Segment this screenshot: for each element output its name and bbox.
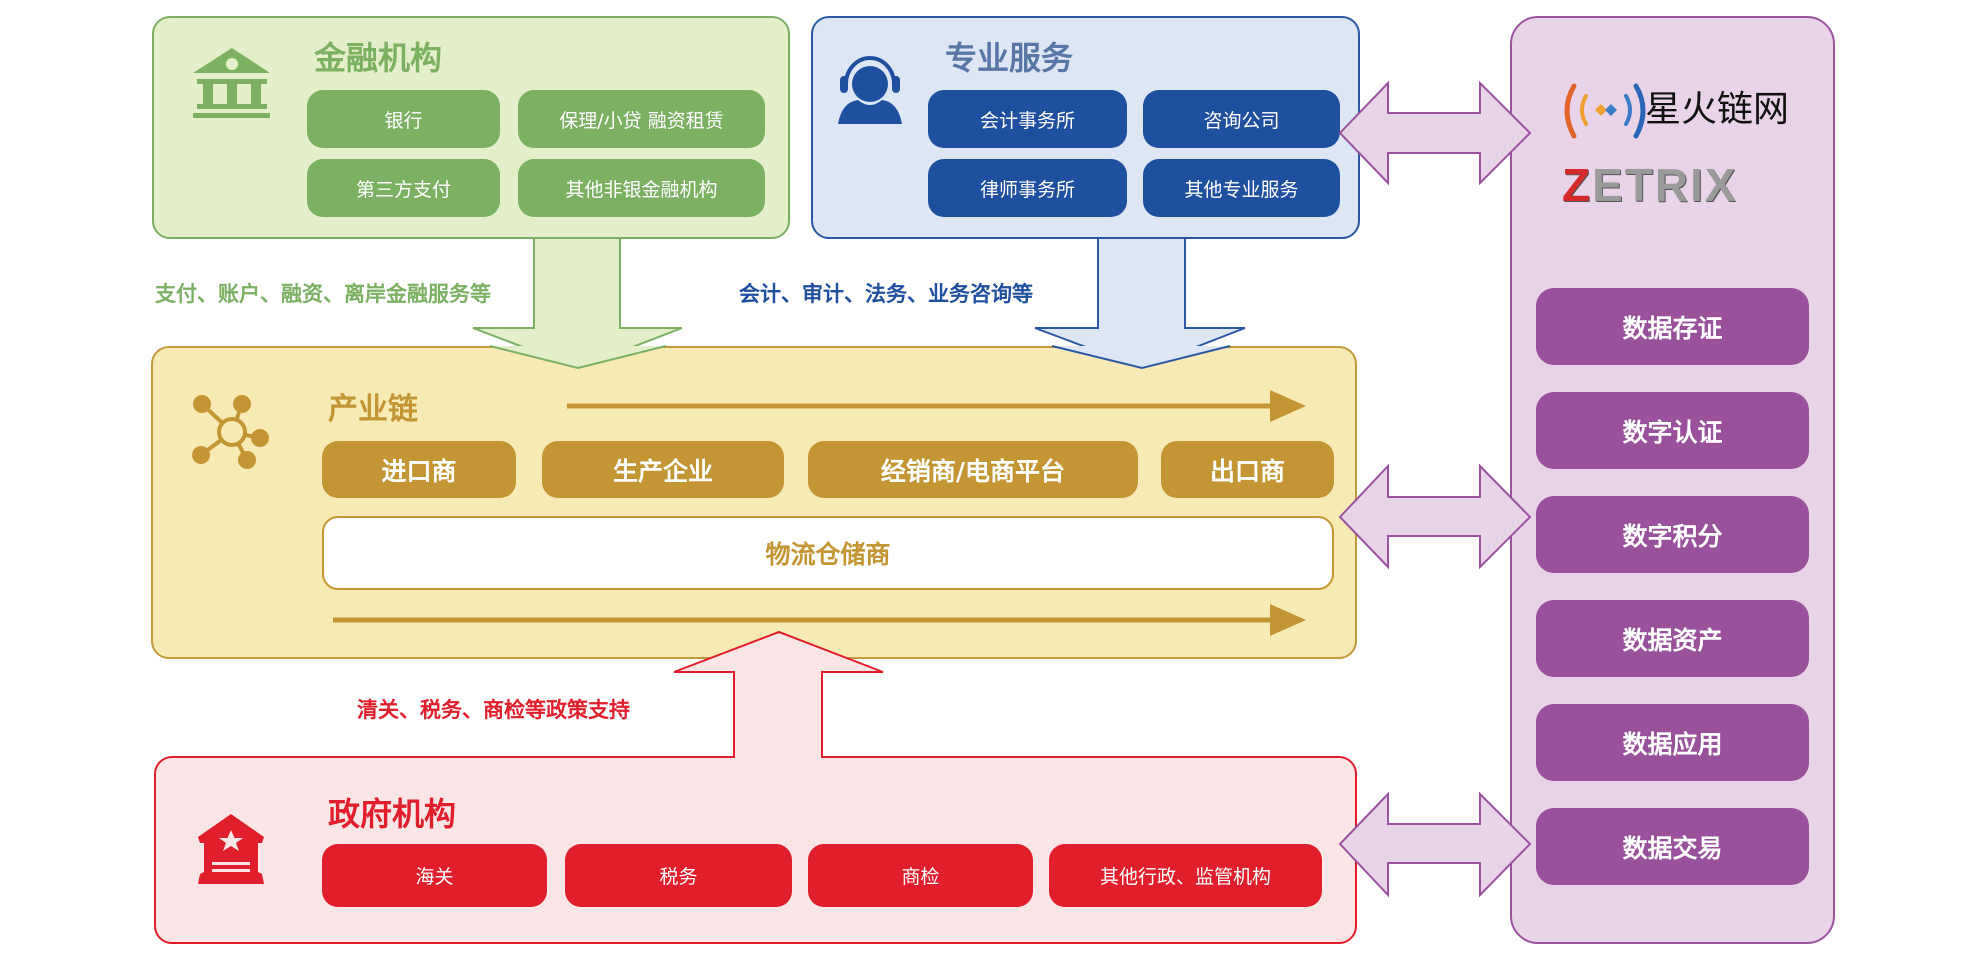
government-item-other-regulators[interactable]: 其他行政、监管机构 — [1049, 844, 1322, 907]
professional-item-accounting-firm[interactable]: 会计事务所 — [928, 90, 1127, 148]
professional-title: 专业服务 — [945, 39, 1074, 77]
logo-z-letter: Z — [1562, 159, 1593, 211]
chain-item-data-notarization[interactable]: 数据存证 — [1536, 288, 1809, 365]
professional-item-other[interactable]: 其他专业服务 — [1143, 159, 1340, 217]
industry-chain-panel — [151, 346, 1357, 659]
logo-rest-letters: ETRIX — [1592, 159, 1738, 211]
finance-item-other-nonbank[interactable]: 其他非银金融机构 — [518, 159, 765, 217]
industry-item-exporter[interactable]: 出口商 — [1161, 441, 1334, 498]
professional-item-consulting[interactable]: 咨询公司 — [1143, 90, 1340, 148]
government-arrow-label: 清关、税务、商检等政策支持 — [357, 698, 630, 722]
blockchain-panel — [1510, 16, 1835, 944]
industry-item-distributor[interactable]: 经销商/电商平台 — [808, 441, 1138, 498]
finance-arrow-label: 支付、账户、融资、离岸金融服务等 — [155, 282, 491, 306]
flow-arrow-bottom — [333, 604, 1306, 636]
logo-chinese-name: 星火链网 — [1645, 89, 1790, 130]
industry-item-importer[interactable]: 进口商 — [322, 441, 516, 498]
logo-english-name: ZETRIX — [1562, 162, 1738, 208]
government-title: 政府机构 — [328, 795, 457, 833]
chain-item-digital-authentication[interactable]: 数字认证 — [1536, 392, 1809, 469]
finance-item-factoring[interactable]: 保理/小贷 融资租赁 — [518, 90, 765, 148]
double-arrow-professional — [1338, 80, 1532, 186]
double-arrow-government — [1338, 791, 1532, 898]
chain-item-data-application[interactable]: 数据应用 — [1536, 704, 1809, 781]
government-item-customs[interactable]: 海关 — [322, 844, 547, 907]
chain-item-digital-points[interactable]: 数字积分 — [1536, 496, 1809, 573]
professional-item-law-firm[interactable]: 律师事务所 — [928, 159, 1127, 217]
industry-title: 产业链 — [328, 392, 418, 427]
government-item-taxation[interactable]: 税务 — [565, 844, 792, 907]
finance-item-third-party-payment[interactable]: 第三方支付 — [307, 159, 500, 217]
finance-item-bank[interactable]: 银行 — [307, 90, 500, 148]
finance-title: 金融机构 — [314, 39, 443, 77]
industry-logistics-bar[interactable]: 物流仓储商 — [322, 516, 1334, 590]
professional-arrow-label: 会计、审计、法务、业务咨询等 — [739, 282, 1033, 306]
industry-item-manufacturer[interactable]: 生产企业 — [542, 441, 784, 498]
double-arrow-industry — [1338, 463, 1532, 570]
government-item-inspection[interactable]: 商检 — [808, 844, 1033, 907]
flow-arrow-top — [567, 390, 1306, 422]
chain-item-data-trading[interactable]: 数据交易 — [1536, 808, 1809, 885]
chain-item-data-assets[interactable]: 数据资产 — [1536, 600, 1809, 677]
